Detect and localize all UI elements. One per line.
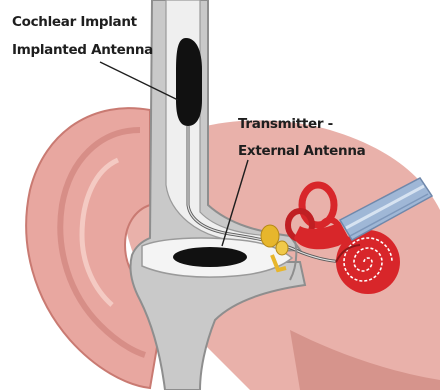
implant-label-line2: Implanted Antenna (12, 42, 153, 58)
transmitter-label-line1: Transmitter - (238, 116, 333, 132)
external-antenna (173, 247, 247, 267)
transmitter-label-line2: External Antenna (238, 143, 366, 159)
implanted-antenna (176, 38, 202, 126)
implant-label-line1: Cochlear Implant (12, 14, 138, 30)
cochlea (336, 230, 400, 294)
